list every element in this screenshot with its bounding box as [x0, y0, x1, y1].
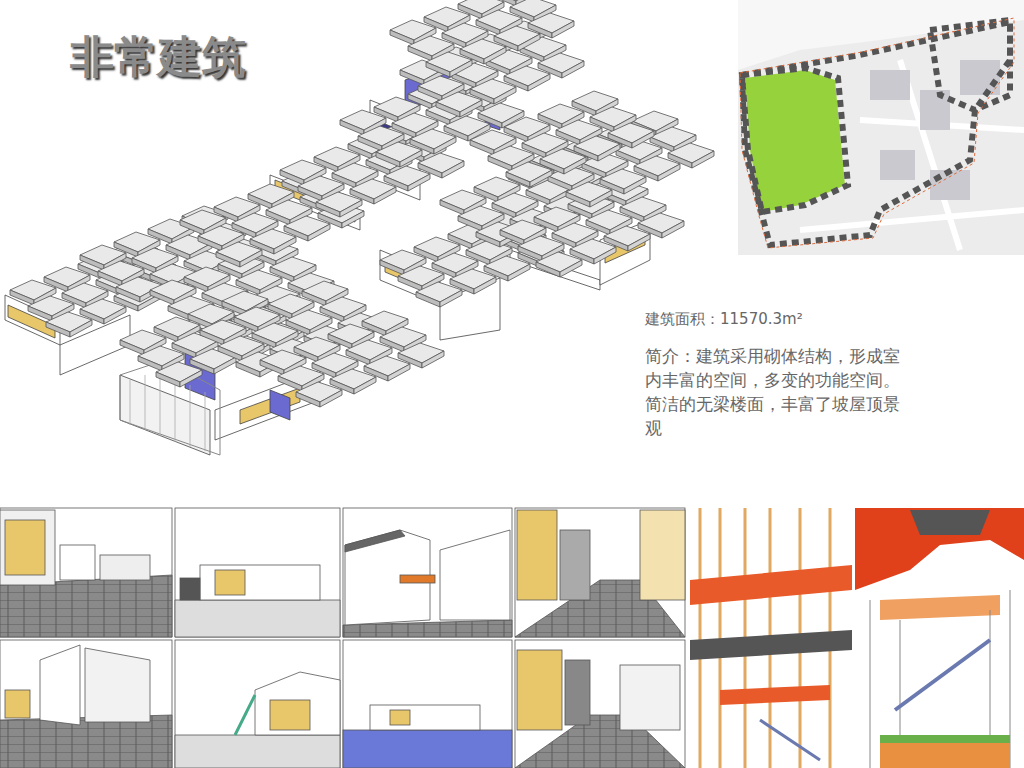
area-note: 建筑面积：11570.3m²: [645, 310, 803, 329]
description-text: 简介：建筑采用砌体结构，形成室内丰富的空间，多变的功能空间。简洁的无梁楼面，丰富…: [645, 344, 903, 440]
slide-title: 非常建筑: [70, 28, 246, 87]
